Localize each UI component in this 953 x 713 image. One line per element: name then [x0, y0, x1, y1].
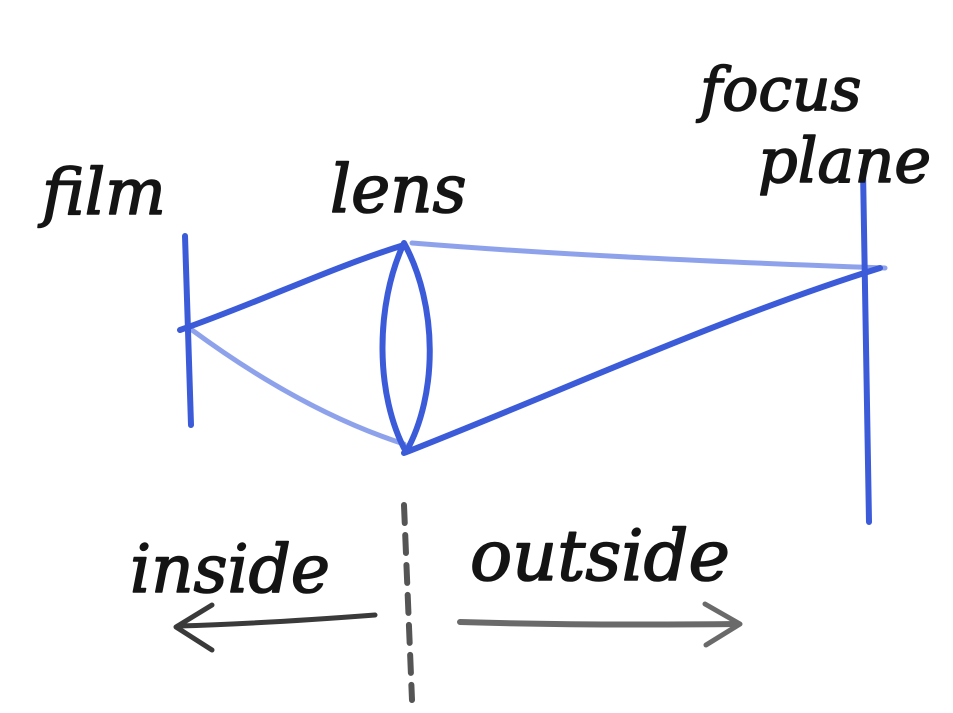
lens-shape	[379, 240, 433, 455]
ray-film-to-lens-bottom	[189, 327, 407, 447]
ray-lens-bottom-to-focus	[401, 265, 883, 456]
outside-label: outside	[470, 515, 730, 597]
film-line	[182, 233, 194, 428]
primary-rays	[177, 242, 883, 456]
focus-plane-line	[860, 167, 872, 525]
ray-lens-top-to-focus	[409, 240, 888, 271]
inside-outside-divider	[401, 502, 415, 703]
secondary-rays	[189, 240, 888, 447]
focus-label: focus	[696, 55, 861, 125]
inside-label: inside	[130, 531, 330, 608]
film-label: film	[38, 156, 166, 230]
ray-film-to-lens-top	[177, 242, 407, 333]
plane-label: plane	[758, 124, 931, 197]
inside-arrow	[173, 602, 378, 653]
lens-label: lens	[330, 151, 467, 228]
outside-arrow	[457, 601, 743, 648]
